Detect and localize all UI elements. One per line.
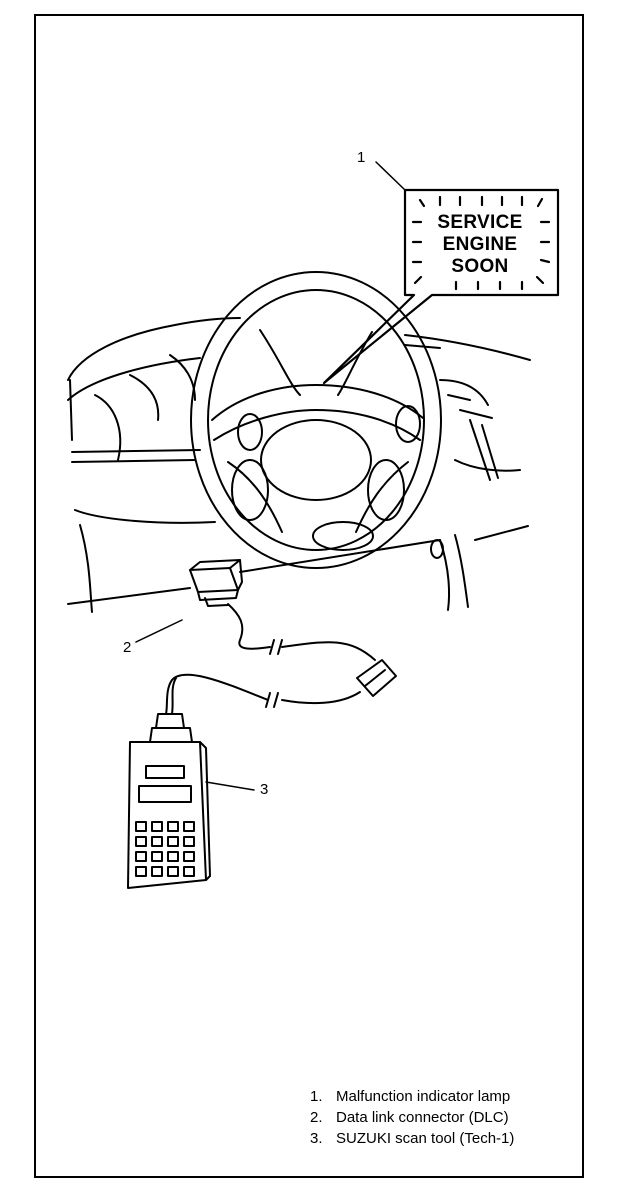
- legend-item: 3. SUZUKI scan tool (Tech-1): [310, 1128, 514, 1149]
- legend-text: Malfunction indicator lamp: [336, 1088, 511, 1105]
- dashboard: [67, 317, 531, 613]
- legend-text: SUZUKI scan tool (Tech-1): [336, 1130, 515, 1147]
- keypad: [135, 821, 195, 877]
- data-link-connector: [135, 559, 397, 715]
- diagram-frame: [34, 14, 584, 1178]
- legend-number: 1.: [310, 1088, 323, 1105]
- callout-1: 1: [357, 149, 366, 166]
- callout-3: 3: [260, 781, 269, 798]
- legend-item: 2. Data link connector (DLC): [310, 1107, 514, 1128]
- legend: 1. Malfunction indicator lamp 2. Data li…: [310, 1086, 514, 1149]
- callout-2: 2: [123, 639, 132, 656]
- suzuki-scan-tool: [127, 713, 255, 889]
- lamp-line-1: SERVICE: [437, 212, 523, 233]
- legend-item: 1. Malfunction indicator lamp: [310, 1086, 514, 1107]
- lamp-line-3: SOON: [451, 256, 509, 277]
- legend-text: Data link connector (DLC): [336, 1109, 509, 1126]
- malfunction-indicator-lamp: [322, 161, 560, 385]
- legend-number: 3.: [310, 1130, 323, 1147]
- lamp-line-2: ENGINE: [442, 234, 518, 255]
- legend-number: 2.: [310, 1109, 323, 1126]
- lamp-message: SERVICE ENGINE SOON: [405, 212, 555, 278]
- steering-wheel: [190, 271, 442, 569]
